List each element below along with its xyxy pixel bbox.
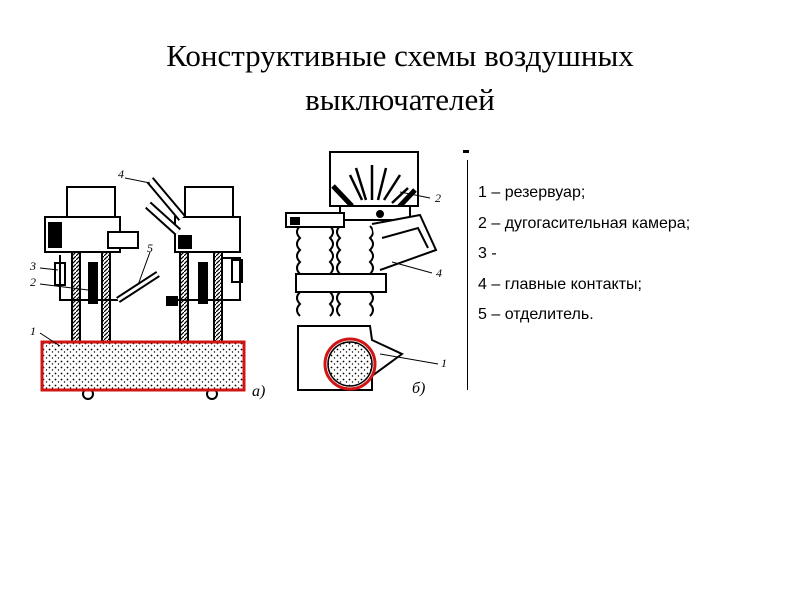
callout-b-1: 1 [441,356,447,370]
panel-a-label: а) [252,383,265,400]
divider-line [467,160,468,390]
callout-a-4: 4 [118,167,124,181]
legend-list: 1 – резервуар; 2 – дугогасительная камер… [478,178,798,331]
callout-a-3: 3 [29,259,36,273]
callout-b-4: 4 [436,266,442,280]
legend-item-arc-chamber: 2 – дугогасительная камера; [478,214,691,232]
legend-item-reservoir: 1 – резервуар; [478,184,586,201]
callout-a-1: 1 [30,324,36,338]
title-line-2: выключателей [305,82,495,117]
callout-a-5: 5 [147,241,153,255]
panel-a-callout-lines [39,177,151,347]
breaker-schematic-figure: 4 5 3 2 1 2 4 1 а) б) [29,151,447,400]
panel-b-reservoir [327,341,373,387]
slide-title: Конструктивные схемы воздушных выключате… [0,34,800,122]
panel-a-drawing [44,177,243,400]
panel-a-reservoir-highlight [40,340,246,392]
callout-b-2: 2 [435,191,441,205]
panel-b-reservoir-highlight [323,337,377,391]
title-line-1: Конструктивные схемы воздушных [166,38,634,73]
panel-a-reservoir [41,341,245,391]
legend-item-3: 3 - [478,245,497,262]
divider-tick [463,150,469,153]
legend-item-disconnector: 5 – отделитель. [478,306,594,323]
panel-b-label: б) [412,380,425,397]
callout-a-2: 2 [30,275,36,289]
panel-b-callout-lines [379,191,439,365]
legend-item-main-contacts: 4 – главные контакты; [478,275,642,293]
